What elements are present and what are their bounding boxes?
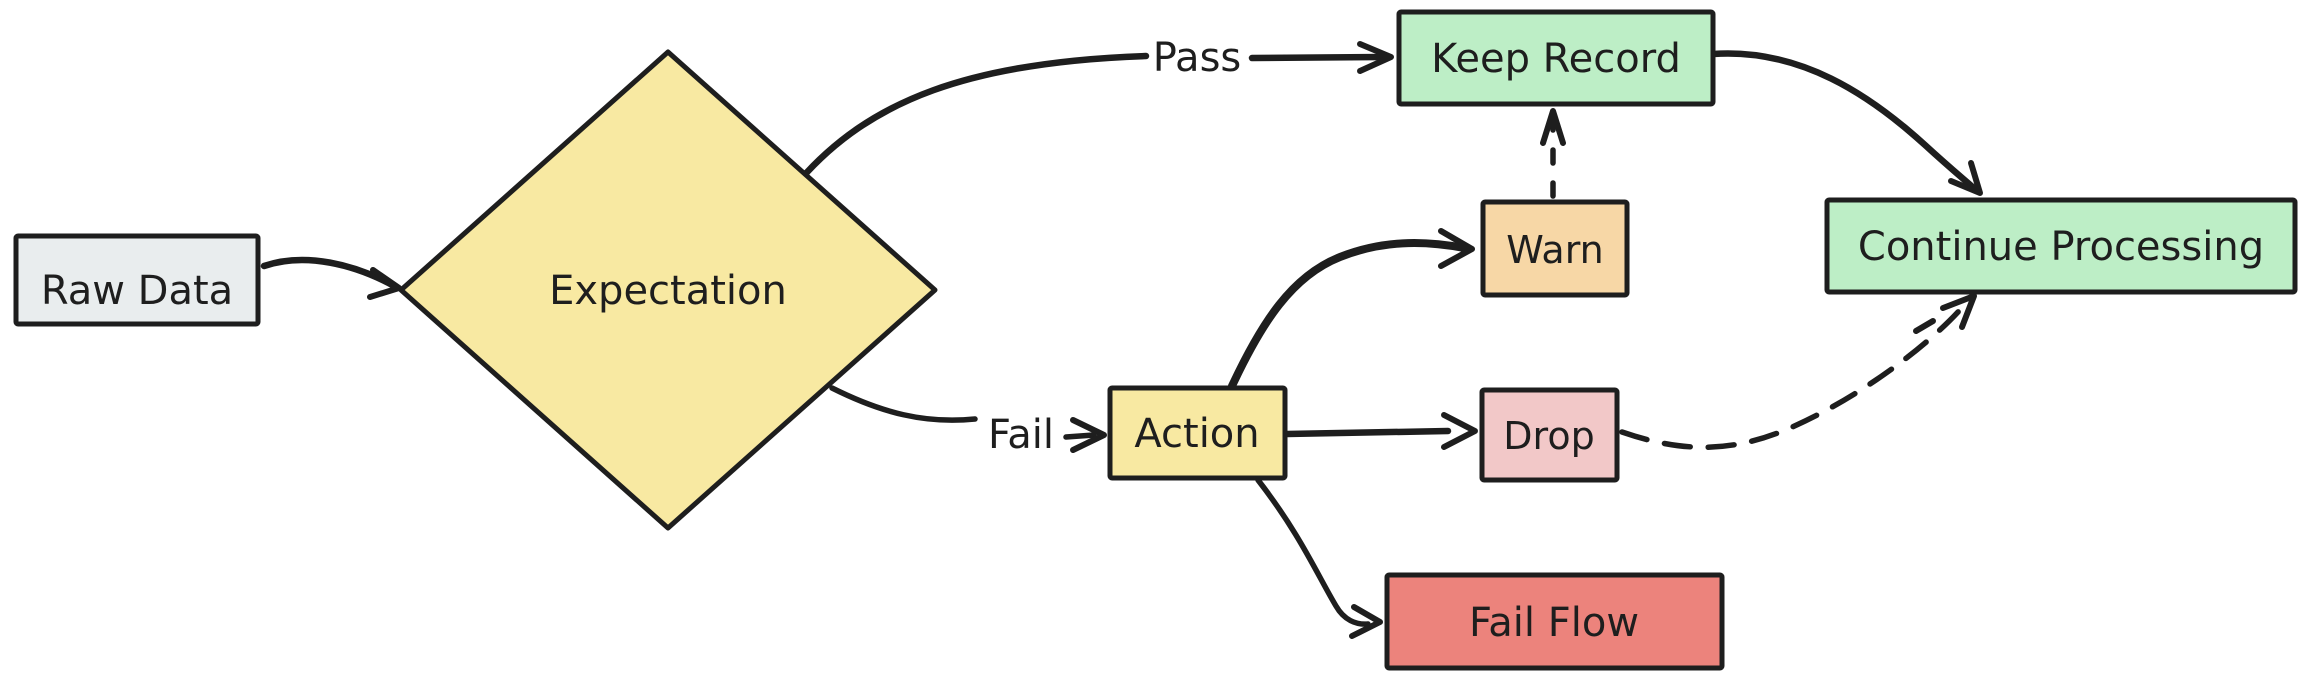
edge-label-fail: Fail [988, 412, 1054, 458]
keep-record-label: Keep Record [1431, 36, 1681, 82]
expectation-diamond [398, 49, 938, 531]
node-drop: Drop [1479, 387, 1620, 483]
keep-record-box [1396, 9, 1716, 107]
edge-keeprecord-continue [1709, 50, 1983, 196]
edge-drop-continue [1619, 293, 1977, 450]
fail-flow-box [1384, 572, 1725, 671]
edge-expectation-keeprecord [796, 41, 1394, 184]
node-continue-processing: Continue Processing [1824, 197, 2298, 295]
node-action: Action [1107, 385, 1288, 481]
action-label: Action [1134, 411, 1259, 457]
node-keep-record: Keep Record [1396, 9, 1716, 107]
edge-action-failflow [1255, 477, 1383, 639]
edge-label-pass: Pass [1153, 35, 1242, 81]
fail-flow-label: Fail Flow [1469, 600, 1639, 646]
edge-action-drop [1283, 412, 1478, 450]
node-warn: Warn [1480, 199, 1630, 298]
raw-data-box [13, 233, 261, 327]
drop-label: Drop [1503, 414, 1594, 458]
action-box [1107, 385, 1288, 481]
raw-data-label: Raw Data [41, 268, 233, 314]
edge-warn-keeprecord [1540, 108, 1566, 199]
drop-box [1479, 387, 1620, 483]
warn-label: Warn [1506, 228, 1603, 272]
warn-box [1480, 199, 1630, 298]
continue-processing-label: Continue Processing [1858, 224, 2264, 270]
node-fail-flow: Fail Flow [1384, 572, 1725, 671]
edge-rawdata-expectation [260, 256, 402, 300]
edge-action-warn [1228, 228, 1475, 390]
continue-processing-box [1824, 197, 2298, 295]
edge-expectation-action [829, 385, 1107, 453]
node-raw-data: Raw Data [13, 233, 261, 327]
node-expectation: Expectation [398, 49, 938, 531]
expectation-label: Expectation [549, 268, 787, 314]
